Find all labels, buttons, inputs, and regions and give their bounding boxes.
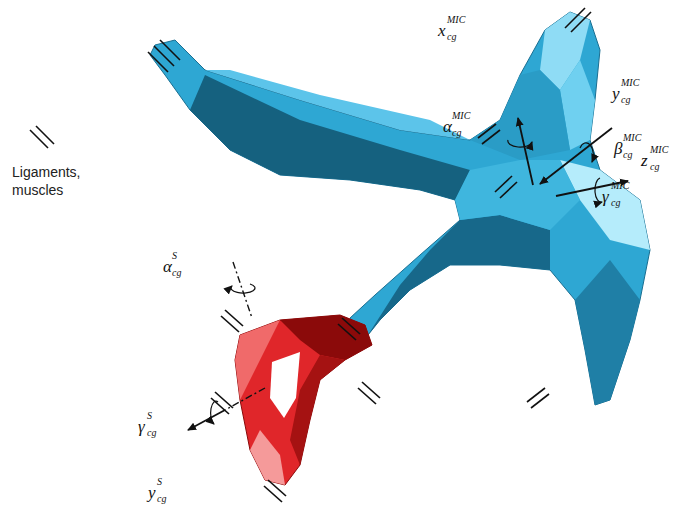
- axis-subscript: cg: [172, 268, 181, 278]
- axis-superscript: MIC: [611, 181, 629, 191]
- axis-symbol: z: [641, 152, 648, 169]
- axis-symbol: β: [614, 140, 622, 157]
- axis-symbol: y: [612, 85, 620, 102]
- stapes: [235, 315, 372, 485]
- axis-subscript: cg: [650, 162, 659, 172]
- axis-superscript: MIC: [447, 15, 465, 25]
- axis-symbol: y: [148, 484, 156, 501]
- ligament-legend-symbol: [30, 126, 54, 148]
- axis-symbol: α: [443, 118, 452, 135]
- legend-text: Ligaments, muscles: [12, 164, 112, 199]
- axis-subscript: cg: [621, 95, 630, 105]
- axis-symbol: x: [438, 22, 446, 39]
- axis-subscript: cg: [157, 494, 166, 504]
- axis-subscript: cg: [623, 150, 632, 160]
- malleus-incus-complex: [150, 12, 650, 405]
- axis-superscript: MIC: [650, 145, 668, 155]
- axis-symbol: γ: [138, 418, 145, 435]
- axis-subscript: cg: [611, 198, 620, 208]
- axis-subscript: cg: [147, 428, 156, 438]
- axis-superscript: MIC: [623, 133, 641, 143]
- stapes-axes: [188, 262, 265, 430]
- axis-subscript: cg: [447, 32, 456, 42]
- axis-superscript: S: [157, 477, 162, 487]
- axis-symbol: α: [163, 258, 172, 275]
- mic-axes: [508, 118, 628, 202]
- axis-superscript: MIC: [621, 78, 639, 88]
- axis-superscript: S: [147, 411, 152, 421]
- ligament-marks: [148, 8, 591, 502]
- axis-superscript: S: [172, 251, 177, 261]
- axis-superscript: MIC: [452, 111, 470, 121]
- axis-symbol: γ: [602, 188, 609, 205]
- axis-subscript: cg: [452, 128, 461, 138]
